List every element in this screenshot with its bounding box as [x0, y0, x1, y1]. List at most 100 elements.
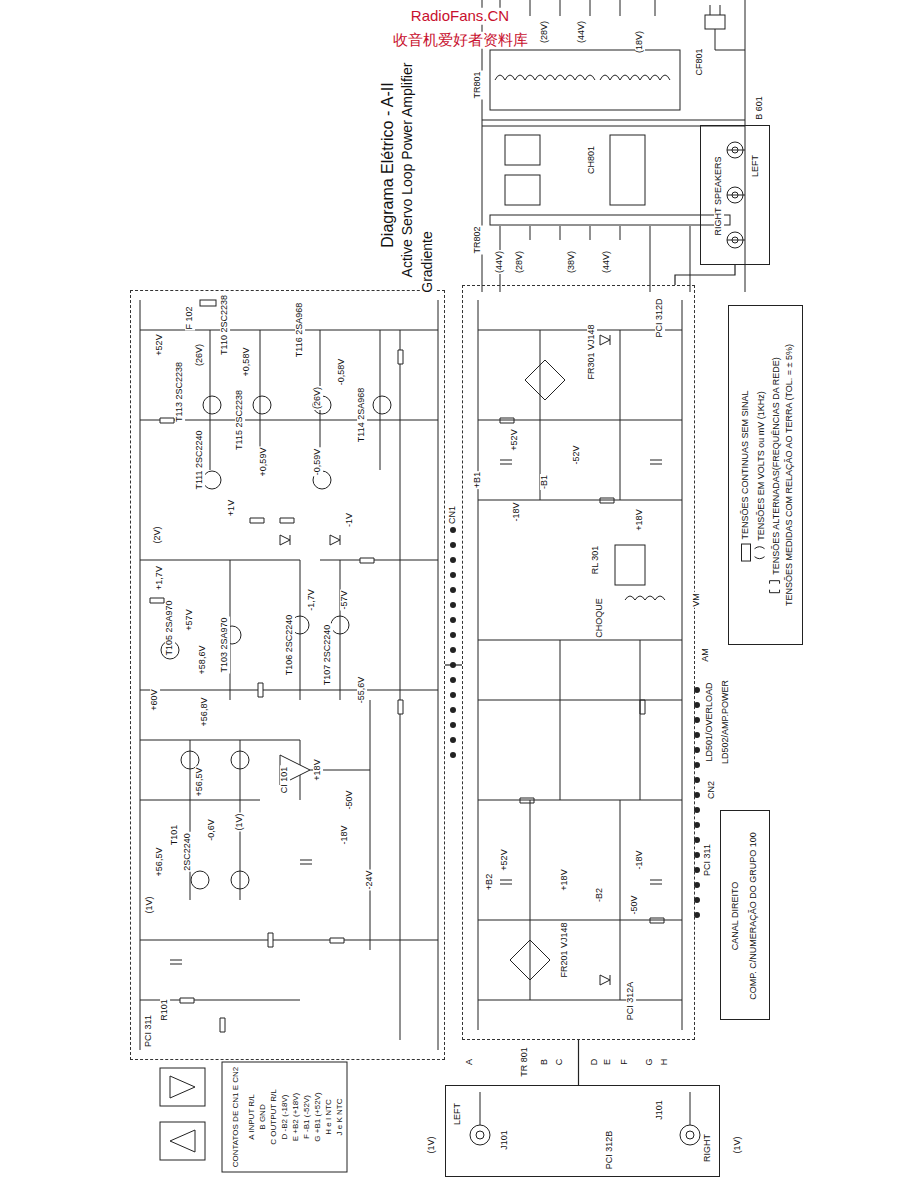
- annotation-label: -52V: [572, 444, 582, 465]
- annotation-label: J e K NTC: [336, 1098, 345, 1137]
- annotation-label: +57V: [185, 608, 195, 631]
- annotation-label: FR201 VJ148: [560, 921, 570, 978]
- node-text: COMP. C/NUMERAÇÃO DO GRUPO 100: [749, 831, 759, 1000]
- annotation-label: -57V: [340, 589, 350, 610]
- annotation-label: T116 2SA968: [295, 302, 305, 358]
- annotation-label: PCI 312B: [605, 1130, 615, 1171]
- annotation-label: D -B2 (-18V): [281, 1094, 290, 1141]
- annotation-label: -1,7V: [307, 588, 317, 612]
- legend-entry: TENSÕES ALTERNADAS(FREQUÊNCIAS DA REDE): [769, 357, 784, 594]
- annotation-label: T113 2SC2238: [175, 361, 185, 423]
- annotation-label: -B1: [540, 474, 550, 490]
- legend-sample: [754, 545, 769, 561]
- annotation-label: T107 2SC2240: [323, 624, 333, 687]
- annotation-label: H: [660, 1058, 670, 1067]
- annotation-label: T111 2SC2240: [195, 429, 205, 490]
- annotation-label: A: [465, 1058, 475, 1066]
- connector-wire: [675, 265, 735, 285]
- annotation-label: -24V: [365, 869, 375, 890]
- annotation-label: (38V): [567, 250, 577, 274]
- annotation-label: CN2: [707, 780, 717, 800]
- legend-sample-shape: [754, 545, 766, 561]
- annotation-label: -18V: [340, 824, 350, 845]
- ic-icon: [160, 1068, 205, 1106]
- annotation-label: RL 301: [591, 545, 601, 576]
- watermark: 收音机爱好者资料库: [392, 32, 529, 49]
- legend-text: TENSÕES CONTINUAS SEM SINAL: [741, 390, 751, 539]
- annotation-label: CH801: [587, 145, 597, 175]
- annotation-label: T106 2SC2240: [285, 614, 295, 677]
- choke-core: [610, 135, 645, 205]
- annotation-label: +60V: [150, 688, 160, 711]
- annotation-label: Active Servo Loop Power Amplifier: [400, 62, 415, 279]
- annotation-label: LD501/OVERLOAD: [705, 681, 715, 762]
- note-box: CANAL DIREITOCOMP. C/NUMERAÇÃO DO GRUPO …: [720, 810, 770, 1020]
- annotation-label: LD502/AMP.POWER: [721, 679, 731, 765]
- annotation-label: TR802: [473, 225, 483, 254]
- capacitor-symbol: [170, 460, 662, 964]
- annotation-label: J101: [655, 1099, 665, 1121]
- annotation-label: (18V): [635, 30, 645, 54]
- legend-sample-shape: [769, 579, 781, 595]
- annotation-label: B: [540, 1058, 550, 1066]
- annotation-label: TR801: [473, 70, 483, 99]
- annotation-label: (28V): [515, 250, 525, 274]
- annotation-label: TR 801: [520, 1046, 530, 1078]
- legend-sample: [741, 544, 751, 562]
- annotation-label: T103 2SA970: [220, 616, 230, 673]
- legend-entry: TENSÕES EM VOLTS ou mV (1KHz): [754, 391, 769, 560]
- diagram-title: Diagrama Elétrico - A-II: [379, 81, 397, 248]
- annotation-label: T105 2SA970: [165, 599, 175, 656]
- connector-pins: [450, 530, 456, 760]
- annotation-label: -1V: [345, 512, 355, 528]
- annotation-label: T115 2SC2238: [235, 389, 245, 451]
- transformer-tr801: [490, 50, 680, 110]
- resistor-symbol: [150, 350, 664, 1032]
- node-text: RIGHT SPEAKERS: [714, 156, 724, 237]
- annotation-label: -50V: [345, 789, 355, 810]
- annotation-label: T114 2SA968: [357, 387, 367, 443]
- annotation-label: R101: [160, 998, 170, 1022]
- amplifier-wires: [140, 300, 438, 1050]
- annotation-label: CN1: [448, 505, 458, 525]
- annotation-label: E +B2 (+18V): [292, 1092, 301, 1142]
- annotation-label: CHOQUE: [595, 597, 605, 639]
- transistor-symbol: [161, 396, 391, 889]
- choke-core: [505, 175, 540, 205]
- annotation-label: CONTATOS DE CN1 E CN2: [232, 1066, 241, 1168]
- annotation-label: CF801: [695, 47, 705, 76]
- annotation-label: D: [590, 1058, 600, 1067]
- node-text: LEFT: [453, 1102, 463, 1126]
- annotation-label: (1V): [145, 895, 155, 914]
- connector-wire: [445, 664, 462, 665]
- transformer-coil: [495, 75, 670, 80]
- annotation-label: -18V: [512, 501, 522, 522]
- annotation-label: B 601: [755, 95, 765, 121]
- annotation-label: G +B1 (+52V): [314, 1091, 323, 1142]
- legend-sample-path: [755, 547, 765, 559]
- annotation-label: PCI 312D: [655, 297, 665, 338]
- annotation-label: +1V: [227, 499, 237, 517]
- ic-icon: [170, 1076, 195, 1098]
- annotation-label: (1V): [733, 1135, 743, 1154]
- bridge-rectifier: [510, 360, 565, 980]
- annotation-label: C: [555, 1058, 565, 1067]
- speaker-terminal-panel: RIGHT SPEAKERSLEFT: [700, 125, 770, 265]
- annotation-label: -0,6V: [207, 818, 217, 842]
- annotation-label: H e I NTC: [325, 1098, 334, 1136]
- power-supply-wires: [478, 300, 682, 1030]
- annotation-label: (44V): [495, 250, 505, 274]
- annotation-label: (26V): [195, 343, 205, 367]
- annotation-label: (44V): [602, 250, 612, 274]
- annotation-label: +52V: [500, 848, 510, 871]
- annotation-label: J101: [500, 1129, 510, 1151]
- annotation-label: B GND: [259, 1103, 268, 1130]
- annotation-label: AM: [701, 647, 711, 663]
- speaker-terminal: [727, 142, 743, 248]
- annotation-label: E: [603, 1058, 613, 1066]
- annotation-label: +56,5V: [155, 847, 165, 878]
- annotation-label: F: [620, 1058, 630, 1066]
- annotation-label: F 102: [185, 305, 195, 330]
- annotation-label: +0,58V: [242, 347, 252, 378]
